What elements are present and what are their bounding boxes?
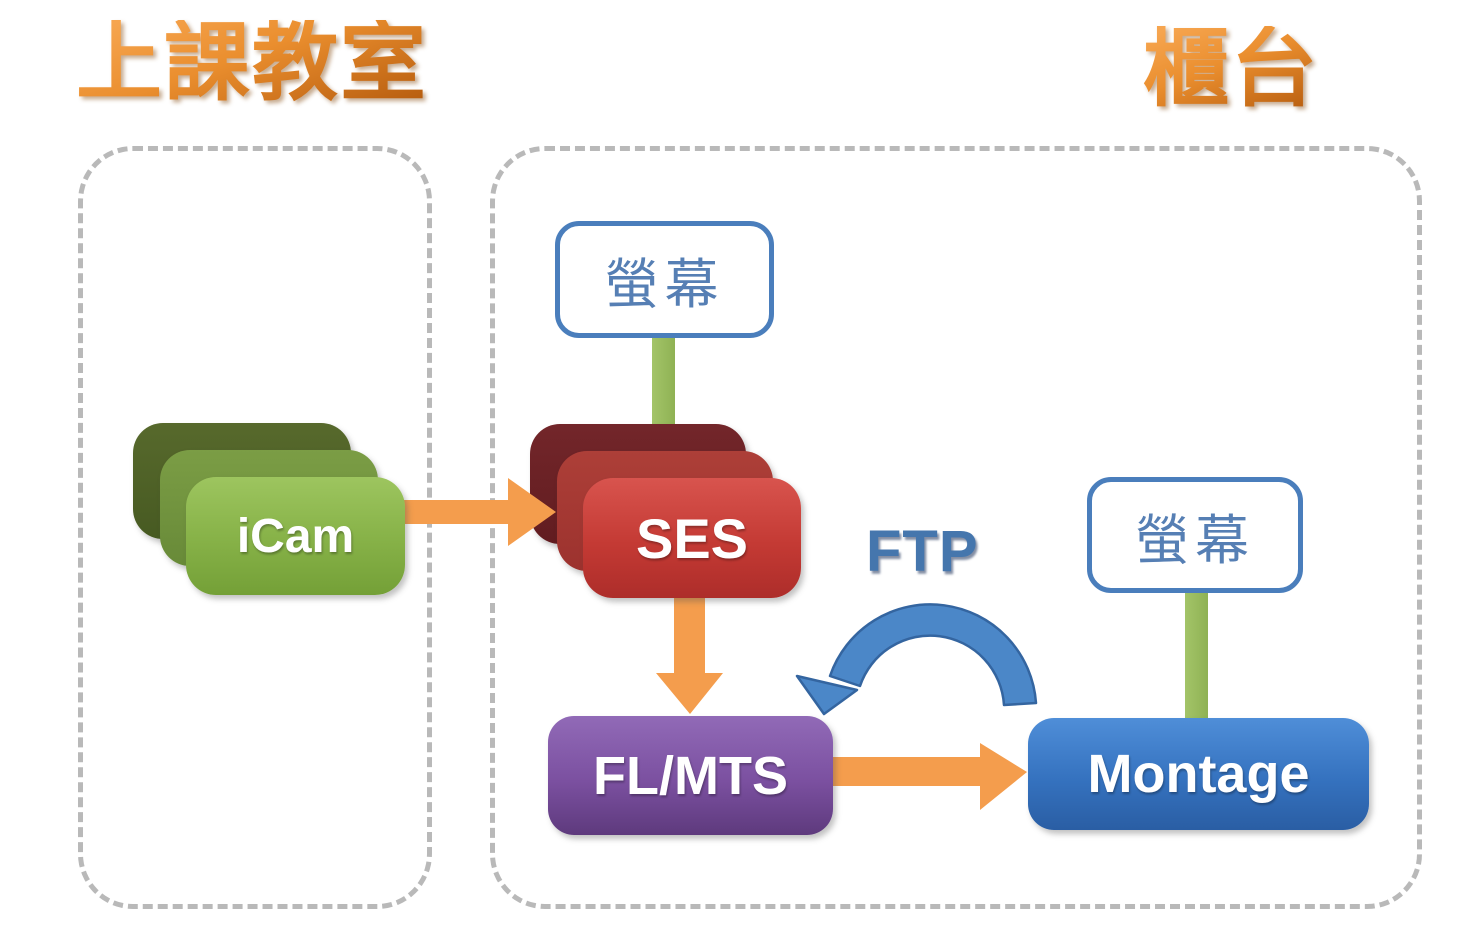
counter-title: 櫃台	[1143, 21, 1319, 117]
screen-left-connector	[652, 334, 675, 430]
icam-node: iCam	[186, 477, 405, 595]
ftp-label: FTP	[866, 519, 979, 584]
ses-label: SES	[635, 506, 749, 570]
screen-right-label: 螢幕	[1135, 510, 1255, 571]
screen-left-label: 螢幕	[604, 255, 725, 315]
classroom-title: 上課教室	[76, 15, 428, 111]
montage-label: Montage	[1087, 744, 1310, 804]
screen-left-node: 螢幕	[555, 221, 774, 338]
flmts-node: FL/MTS	[548, 716, 833, 835]
flmts-label: FL/MTS	[593, 745, 788, 806]
ses-node: SES	[583, 478, 801, 598]
screen-right-connector	[1185, 588, 1208, 722]
screen-right-node: 螢幕	[1087, 477, 1303, 593]
montage-node: Montage	[1028, 718, 1369, 830]
icam-label: iCam	[236, 509, 355, 563]
